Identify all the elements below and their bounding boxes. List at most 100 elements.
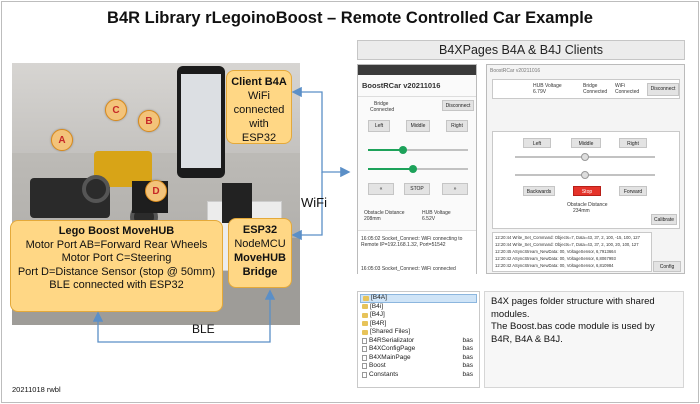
- stop-button[interactable]: STOP: [404, 183, 430, 195]
- row-ext: [473, 311, 477, 320]
- badge-c: C: [105, 99, 127, 121]
- obstacle-label: Obstacle Distance: [567, 202, 608, 208]
- hub-voltage-label: HUB Voltage: [533, 83, 562, 89]
- row-label: Constants: [369, 370, 399, 378]
- row-name: B4RSerializator: [362, 337, 414, 346]
- folder-structure: [B4A][B4i][B4J][B4R][Shared Files] B4RSer…: [357, 291, 480, 388]
- slider-knob[interactable]: [409, 165, 417, 173]
- bridge-status: Connected: [370, 107, 395, 113]
- stop-button[interactable]: Stop: [573, 186, 601, 196]
- file-icon: [362, 354, 367, 361]
- wifi-arrow-top: [291, 86, 351, 178]
- folder-icon: [362, 312, 368, 318]
- right-button[interactable]: Right: [446, 120, 468, 132]
- folder-icon: [363, 295, 369, 301]
- folder-icon: [362, 304, 368, 310]
- slider-fill: [368, 149, 403, 151]
- file-icon: [362, 363, 367, 370]
- folder-row[interactable]: [B4R]: [360, 320, 477, 329]
- row-label: B4XConfigPage: [369, 345, 416, 352]
- b4a-log: 16:05:02 Socket_Connect: WiFi connecting…: [358, 230, 476, 274]
- file-row[interactable]: Constants bas: [360, 371, 477, 380]
- right-button[interactable]: Right: [619, 138, 647, 148]
- slider-knob[interactable]: [581, 153, 589, 161]
- backwards-button[interactable]: «: [368, 183, 394, 195]
- row-ext: bas: [462, 370, 473, 378]
- row-name: Constants: [362, 371, 398, 380]
- disconnect-button[interactable]: Disconnect: [442, 100, 474, 111]
- clients-header: B4XPages B4A & B4J Clients: [357, 40, 685, 60]
- row-name: B4XMainPage: [362, 354, 411, 363]
- row-ext: [472, 295, 476, 302]
- steering-slider[interactable]: [368, 146, 468, 154]
- b4j-client-screenshot: BoostRCar v20211016 HUB Voltage 6.79V Br…: [486, 64, 685, 274]
- row-label: [B4R]: [370, 319, 387, 327]
- badge-a: A: [51, 129, 73, 151]
- backwards-button[interactable]: Backwards: [523, 186, 555, 196]
- disconnect-button[interactable]: Disconnect: [647, 83, 679, 96]
- row-name: [Shared Files]: [362, 328, 410, 337]
- badge-d: D: [145, 180, 167, 202]
- row-label: [B4J]: [370, 311, 385, 318]
- row-ext: bas: [462, 362, 473, 369]
- row-name: [B4R]: [362, 320, 386, 329]
- b4a-client-screenshot: BoostRCar v20211016 Bridge Connected Dis…: [357, 64, 477, 274]
- row-ext: [473, 328, 477, 337]
- log-line: 16:05:03 Socket_Connect: WiFi connected: [361, 266, 456, 272]
- log-line: 12:20:44 Write_Set_Command: Objects=7, D…: [495, 235, 640, 240]
- bridge-label: Bridge: [583, 83, 598, 89]
- row-label: Boost: [369, 362, 386, 369]
- calibrate-button[interactable]: Calibrate: [651, 214, 677, 225]
- forward-button[interactable]: Forward: [619, 186, 647, 196]
- page-title: B4R Library rLegoinoBoost – Remote Contr…: [107, 9, 593, 27]
- b4j-window-title: BoostRCar v20211016: [490, 68, 541, 74]
- badge-b: B: [138, 110, 160, 132]
- log-line: 16:05:02 Socket_Connect: WiFi connecting…: [361, 236, 463, 242]
- folder-row[interactable]: [Shared Files]: [360, 328, 477, 337]
- steering-slider[interactable]: [515, 153, 655, 161]
- callout-esp32: ESP32 NodeMCU MoveHUB Bridge: [228, 218, 292, 288]
- callout-line: Motor Port C=Steering: [61, 252, 172, 264]
- file-icon: [362, 337, 367, 344]
- slider-knob[interactable]: [399, 146, 407, 154]
- row-label: [Shared Files]: [370, 328, 411, 335]
- middle-button[interactable]: Middle: [406, 120, 430, 132]
- speed-slider[interactable]: [515, 171, 655, 179]
- row-name: Boost: [362, 362, 386, 371]
- row-name: [B4A]: [363, 294, 387, 302]
- file-row[interactable]: Boost bas: [360, 362, 477, 371]
- callout-line: Motor Port AB=Forward Rear Wheels: [25, 238, 208, 251]
- left-button[interactable]: Left: [523, 138, 551, 148]
- folder-row[interactable]: [B4i]: [360, 303, 477, 312]
- row-label: [B4i]: [370, 302, 384, 310]
- row-ext: [473, 303, 477, 312]
- callout-line: connected: [233, 104, 285, 116]
- left-button[interactable]: Left: [368, 120, 390, 132]
- speed-slider[interactable]: [368, 165, 468, 173]
- description-box: B4X pages folder structure with shared m…: [484, 291, 684, 388]
- forward-button[interactable]: »: [442, 183, 468, 195]
- callout-title: ESP32: [242, 224, 278, 236]
- file-row[interactable]: B4XMainPage bas: [360, 354, 477, 363]
- folder-row[interactable]: [B4A]: [360, 294, 477, 303]
- row-label: B4XMainPage: [369, 353, 411, 361]
- config-button[interactable]: Config: [653, 261, 681, 272]
- ble-label: BLE: [192, 322, 215, 336]
- middle-button[interactable]: Middle: [571, 138, 601, 148]
- description-line: The Boost.bas code module is used by B4R…: [491, 321, 655, 345]
- row-ext: bas: [462, 353, 473, 361]
- slider-fill: [368, 168, 413, 170]
- callout-client-b4a: Client B4A WiFi connected with ESP32: [226, 70, 292, 144]
- wifi-arrow-bottom: [291, 172, 323, 241]
- row-name: [B4i]: [362, 303, 383, 312]
- description-line: B4X pages folder structure with shared m…: [491, 296, 655, 320]
- phone-status-bar: [358, 65, 476, 75]
- slider-knob[interactable]: [581, 171, 589, 179]
- ble-arrow: [92, 289, 276, 343]
- voltage-label: HUB Voltage: [422, 210, 451, 216]
- folder-row[interactable]: [B4J]: [360, 311, 477, 320]
- callout-title: Lego Boost MoveHUB: [58, 225, 175, 237]
